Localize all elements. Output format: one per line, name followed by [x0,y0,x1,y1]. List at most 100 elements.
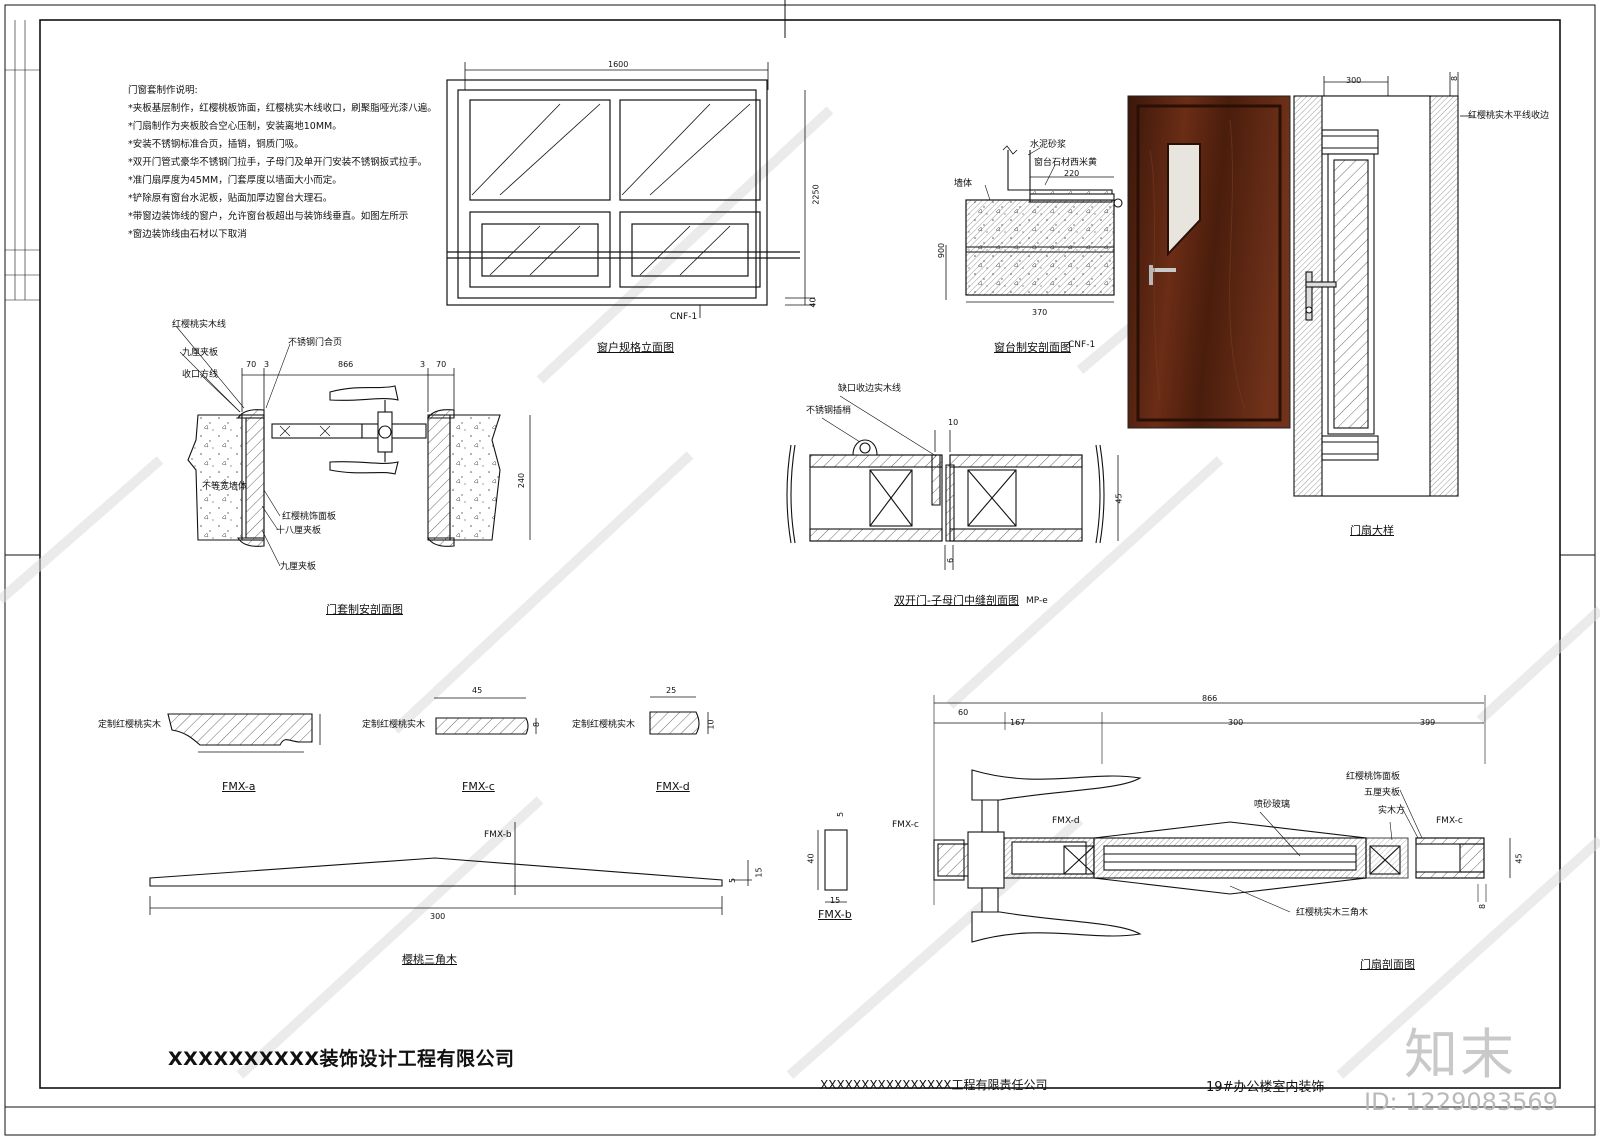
fmx-a-label: 定制红樱桃实木 [98,720,162,730]
fmx-a-caption: FMX-a [222,780,256,793]
profile-fmx-b [824,829,848,891]
leaf-detail-trim-label: 红樱桃实木平线收边 [1468,111,1550,121]
profile-fmx-d [649,711,700,735]
leaf-label-triangle: 红樱桃实木三角木 [1296,908,1369,918]
stile-dim-45: 45 [1114,493,1124,504]
company-name-secondary: XXXXXXXXXXXXXXXX工程有限责任公司 [820,1078,1048,1092]
sill-dim-220: 220 [1064,169,1080,178]
leaf-label-glass: 喷砂玻璃 [1254,800,1291,810]
sill-section-title: 窗台制安剖面图 [994,341,1071,354]
frame-label-ply9-top: 九厘夹板 [182,348,219,358]
frame-dim: 3 [264,360,270,369]
triangle-title: 樱桃三角木 [402,953,457,966]
meeting-stile-section [786,395,1119,570]
frame-label-edge-line: 收口方线 [182,370,219,380]
triangle-tag: FMX-b [484,830,512,840]
note-line: *双开门管式豪华不锈钢门拉手，子母门及单开门安装不锈钢扳式拉手。 [128,157,428,168]
company-name: XXXXXXXXXX装饰设计工程有限公司 [168,1048,515,1070]
fmx-d-label: 定制红樱桃实木 [572,720,636,730]
stile-label-cut: 缺口收边实木线 [838,384,902,394]
fmx-b-dim-w: 15 [830,896,841,905]
frame-label-solid-trim: 红樱桃实木线 [172,320,227,330]
leaf-dim-399: 399 [1420,718,1436,727]
note-line: *铲除原有窗台水泥板，贴面加厚边窗台大理石。 [128,193,333,204]
stile-section-title: 双开门-子母门中缝剖面图 [894,594,1019,607]
frame-section [175,325,531,567]
sheet-frame [4,0,1596,1136]
sill-label-wall: 墙体 [954,179,973,189]
window-bottom-dim: 40 [808,297,818,308]
notes-heading: 门窗套制作说明: [128,85,198,96]
leaf-tag-fmx-d: FMX-d [1052,816,1080,826]
frame-label-hinge: 不锈钢门合页 [288,338,343,348]
fmx-b-dim-h: 40 [806,853,816,864]
frame-dim-240: 240 [517,472,527,489]
triangle-dim-15: 15 [754,867,764,878]
note-line: *夹板基层制作，红樱桃板饰面，红樱桃实木线收口，刷聚脂哑光漆八遍。 [128,103,437,114]
frame-label-veneer: 红樱桃饰面板 [282,512,337,522]
leaf-dim-8: 8 [1478,903,1488,910]
sill-label-cement: 水泥砂浆 [1030,140,1067,150]
fmx-b-dim-t: 5 [836,811,846,818]
sill-label-stone: 窗台石材西米黄 [1034,158,1098,168]
profile-fmx-c [435,717,529,735]
fmx-d-dim-w: 25 [666,686,677,695]
fmx-c-dim-h: 8 [532,721,542,728]
fmx-d-dim-h: 10 [706,719,716,730]
triangle-dim-len: 300 [430,912,446,921]
profile-fmx-a [167,713,313,746]
note-line: *准门扇厚度为45MM，门套厚度以墙面大小而定。 [128,175,342,186]
leaf-dim-167: 167 [1010,718,1026,727]
leaf-dim-866: 866 [1202,694,1218,703]
stile-label-bolt: 不锈钢插梢 [806,406,852,416]
leaf-tag-fmx-c-left: FMX-c [892,820,919,830]
profiles [167,696,848,903]
note-line: *窗边装饰线由石材以下取消 [128,229,247,240]
door-leaf-detail [1293,72,1475,497]
leaf-detail-dim-300: 300 [1346,76,1362,85]
leaf-section-title: 门扇剖面图 [1360,958,1415,971]
sill-dim-370: 370 [1032,308,1048,317]
window-width-dim: 1600 [608,60,629,69]
fmx-b-caption: FMX-b [818,908,852,921]
leaf-tag-fmx-c-right: FMX-c [1436,816,1463,826]
watermark-lines [0,106,1600,1079]
fmx-c-label: 定制红樱桃实木 [362,720,426,730]
stile-dim-10: 10 [948,418,959,427]
note-line: *安装不锈钢标准合页，插销，铜质门吸。 [128,139,304,150]
frame-label-wall: 不等宽墙体 [202,482,248,492]
leaf-dim-300: 300 [1228,718,1244,727]
fmx-c-dim-w: 45 [472,686,483,695]
leaf-detail-title: 门扇大样 [1350,524,1394,537]
door-handle [1150,268,1176,272]
stile-code: MP-e [1026,596,1048,606]
frame-dim: 70 [246,360,257,369]
stile-dim-6: 6 [946,557,956,564]
triangle-wood [149,822,752,915]
note-line: *带窗边装饰线的窗户，允许窗台板超出与装饰线垂直。如图左所示 [128,211,409,222]
frame-section-title: 门套制安剖面图 [326,603,403,616]
sill-section [945,145,1123,303]
leaf-dim-45: 45 [1514,853,1524,864]
brand-logo-mark: 知末 [1404,1023,1516,1086]
leaf-label-solid: 实木方 [1378,806,1406,816]
window-elevation [446,62,815,318]
project-name: 19#办公楼室内装饰 [1206,1080,1325,1095]
frame-dim: 70 [436,360,447,369]
window-elevation-title: 窗户规格立面图 [597,341,674,354]
door-vision-panel [1167,143,1201,257]
leaf-section [933,695,1511,943]
frame-dim: 866 [338,360,354,369]
leaf-detail-dim-8: 8 [1450,75,1460,82]
note-line: *门扇制作为夹板胶合空心压制，安装离地10MM。 [128,121,342,132]
leaf-label-ply5: 五厘夹板 [1364,788,1401,798]
window-code: CNF-1 [670,312,698,322]
triangle-dim-5: 5 [728,877,738,884]
leaf-dim-60: 60 [958,708,969,717]
frame-label-ply9-bottom: 九厘夹板 [280,562,317,572]
fmx-d-caption: FMX-d [656,780,690,793]
door-photo [1127,95,1291,429]
frame-label-ply18: 十八厘夹板 [276,526,322,536]
leaf-label-veneer: 红樱桃饰面板 [1346,772,1401,782]
